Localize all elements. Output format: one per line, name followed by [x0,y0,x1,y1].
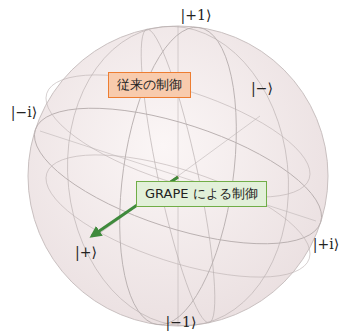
callout-box: GRAPE による制御 [136,181,267,207]
callout-text: 従来の制御 [117,77,182,92]
callout-text: GRAPE による制御 [145,186,258,201]
state-label: |+1⟩ [181,7,212,23]
state-label: |+i⟩ [313,236,339,252]
state-label: |+⟩ [75,244,97,260]
state-label: |−i⟩ [11,104,37,120]
callout-box: 従来の制御 [108,72,191,98]
state-label: |−1⟩ [166,314,197,330]
sphere-outline [28,26,328,326]
state-label: |−⟩ [251,80,273,96]
sphere-grid [19,15,336,336]
